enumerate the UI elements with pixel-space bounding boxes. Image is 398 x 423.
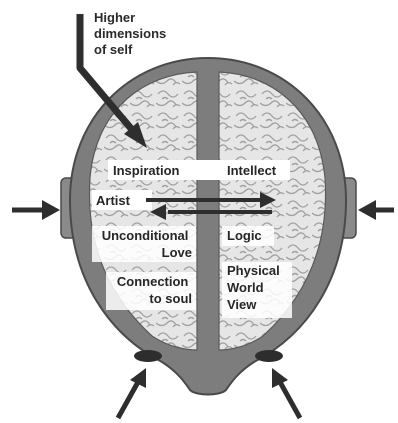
callout-text: Higher dimensions of self	[94, 10, 170, 57]
right-eye	[255, 350, 283, 362]
right-ear-arrow	[358, 200, 394, 220]
bottom-right-arrow	[272, 368, 300, 418]
label-artist: Artist	[96, 193, 131, 208]
callout-line-2: dimensions	[94, 26, 166, 41]
label-logic: Logic	[227, 228, 262, 243]
left-ear-arrow	[12, 200, 60, 220]
bottom-left-arrow	[118, 368, 146, 418]
left-eye	[134, 350, 162, 362]
label-inspiration: Inspiration	[113, 163, 180, 178]
callout-line-3: of self	[94, 42, 133, 57]
label-intellect: Intellect	[227, 163, 277, 178]
callout-line-1: Higher	[94, 10, 135, 25]
